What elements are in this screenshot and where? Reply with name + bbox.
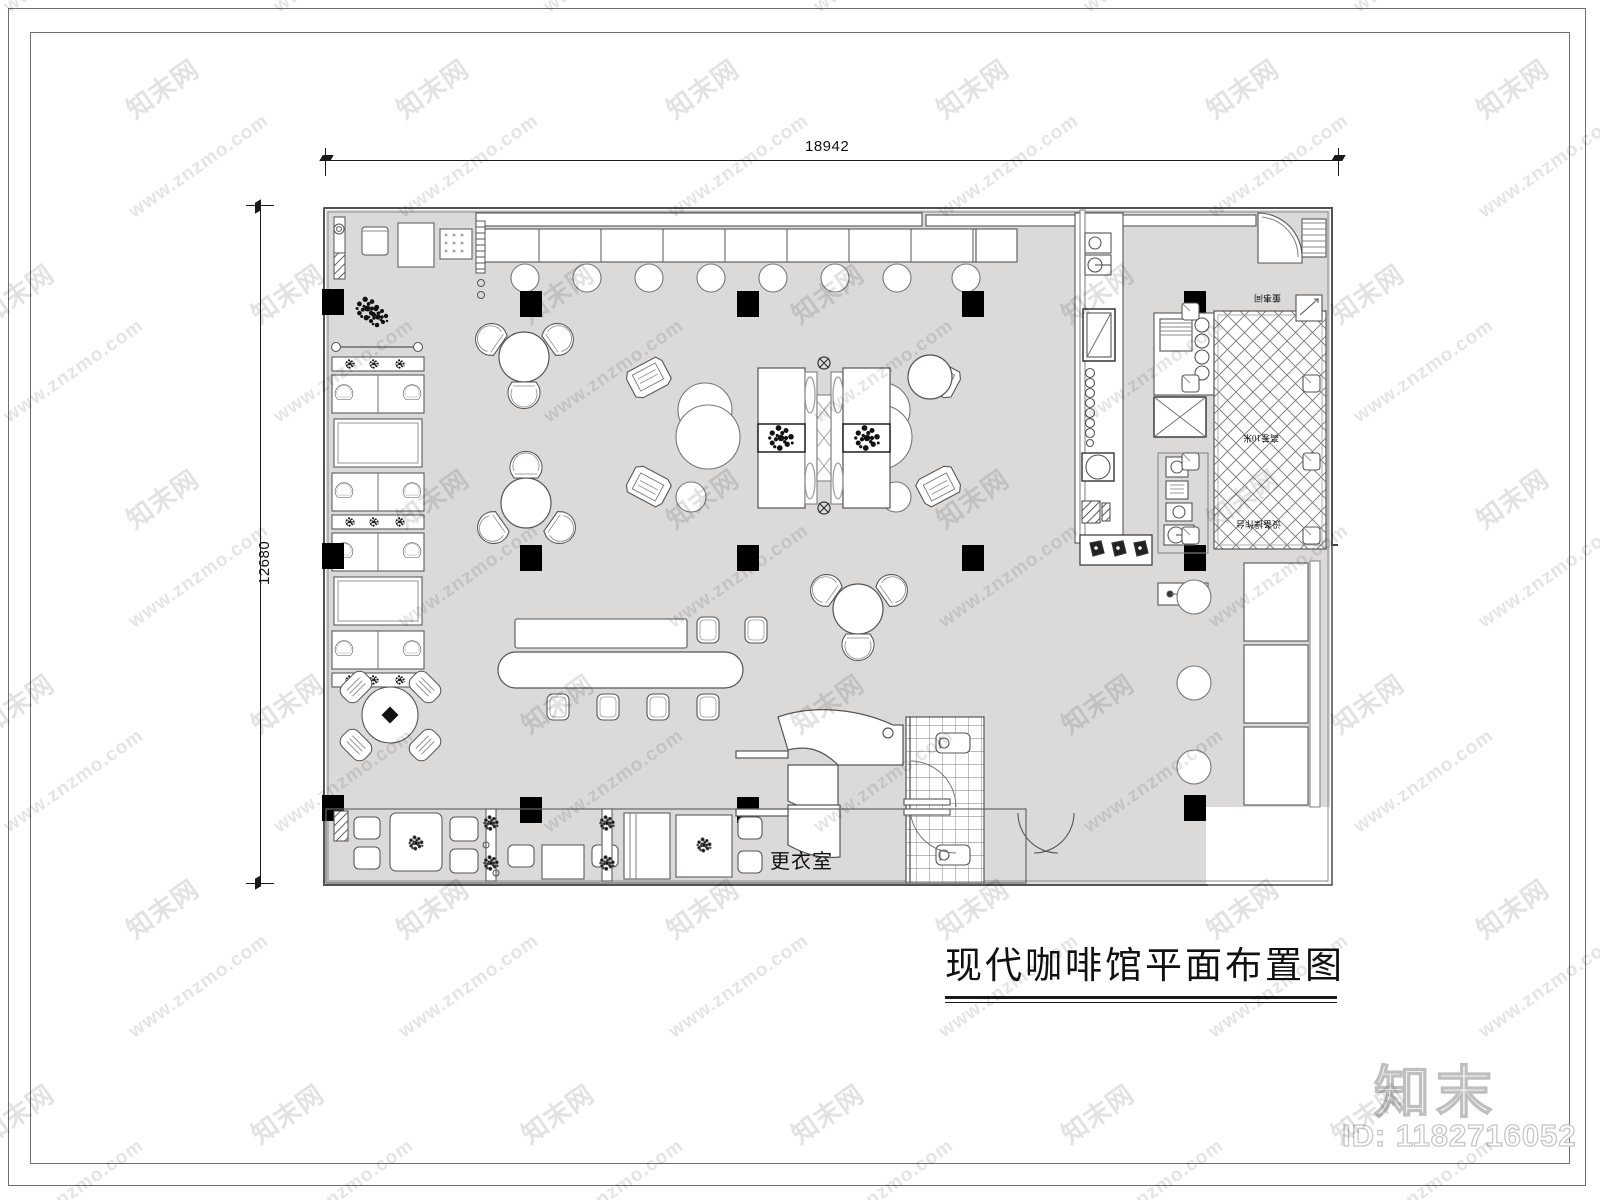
room-label-director-room: 董事间 [1254, 293, 1282, 303]
bottom-strip-furniture [325, 808, 1027, 884]
title-block: 现代咖啡馆平面布置图 [945, 935, 1345, 1003]
dimension-top-value: 18942 [805, 138, 850, 155]
dimension-left: 12680 [238, 199, 274, 890]
floor-plan-drawing [318, 205, 1338, 886]
sheet-inner-border [30, 32, 1570, 1164]
room-label-changing-room: 更衣室 [770, 851, 833, 873]
kitchen-service-corridor [1074, 209, 1124, 546]
four-chair-round-table [339, 670, 442, 762]
title-rule-thick [945, 996, 1337, 999]
communal-table-group [497, 616, 768, 721]
sheet-outer-border [8, 8, 1586, 1186]
znzmo-logo: 知末 [1373, 1060, 1498, 1125]
watermark-cn: 知末网 [1595, 668, 1600, 740]
left-booth-lounge [330, 341, 425, 688]
tiled-office-room [1213, 310, 1327, 550]
watermark-url: www.znzmo.com [0, 110, 3, 223]
restroom-block [903, 716, 985, 884]
page-title: 现代咖啡馆平面布置图 [945, 946, 1345, 987]
kitchen-tool-rack [1079, 534, 1153, 566]
round-table-group-2 [470, 450, 583, 551]
centre-banquette [757, 367, 891, 509]
watermark-url: www.znzmo.com [0, 520, 3, 633]
asset-id-label: ID: 1182716052 [1341, 1117, 1577, 1153]
bar-stool-row [510, 263, 981, 293]
lobby-partition-curve [735, 709, 904, 859]
dimension-left-value: 12680 [256, 540, 273, 585]
watermark-cn: 知末网 [1595, 258, 1600, 330]
right-round-group-1 [907, 354, 953, 400]
structural-columns [322, 289, 1206, 823]
right-bench-lounge [1176, 560, 1321, 808]
title-rule-thin [945, 1002, 1337, 1003]
room-label-equipment-note: 设备操作台 [1236, 519, 1282, 529]
top-right-corner-casework [1257, 212, 1327, 322]
building-walls [323, 207, 1338, 886]
entry-casework [333, 216, 486, 299]
dimension-top: 18942 [319, 138, 1346, 176]
room-label-elevation-note: 高差10米 [1243, 433, 1280, 443]
watermark-cn: 知末网 [1595, 1078, 1600, 1150]
round-table-group-1 [468, 316, 581, 410]
right-lower-door [1017, 812, 1075, 854]
centre-lounge-left [623, 354, 741, 513]
watermark-url: www.znzmo.com [0, 930, 3, 1043]
ceiling-fixture-markers [817, 356, 831, 515]
round-table-group-3 [803, 567, 915, 662]
